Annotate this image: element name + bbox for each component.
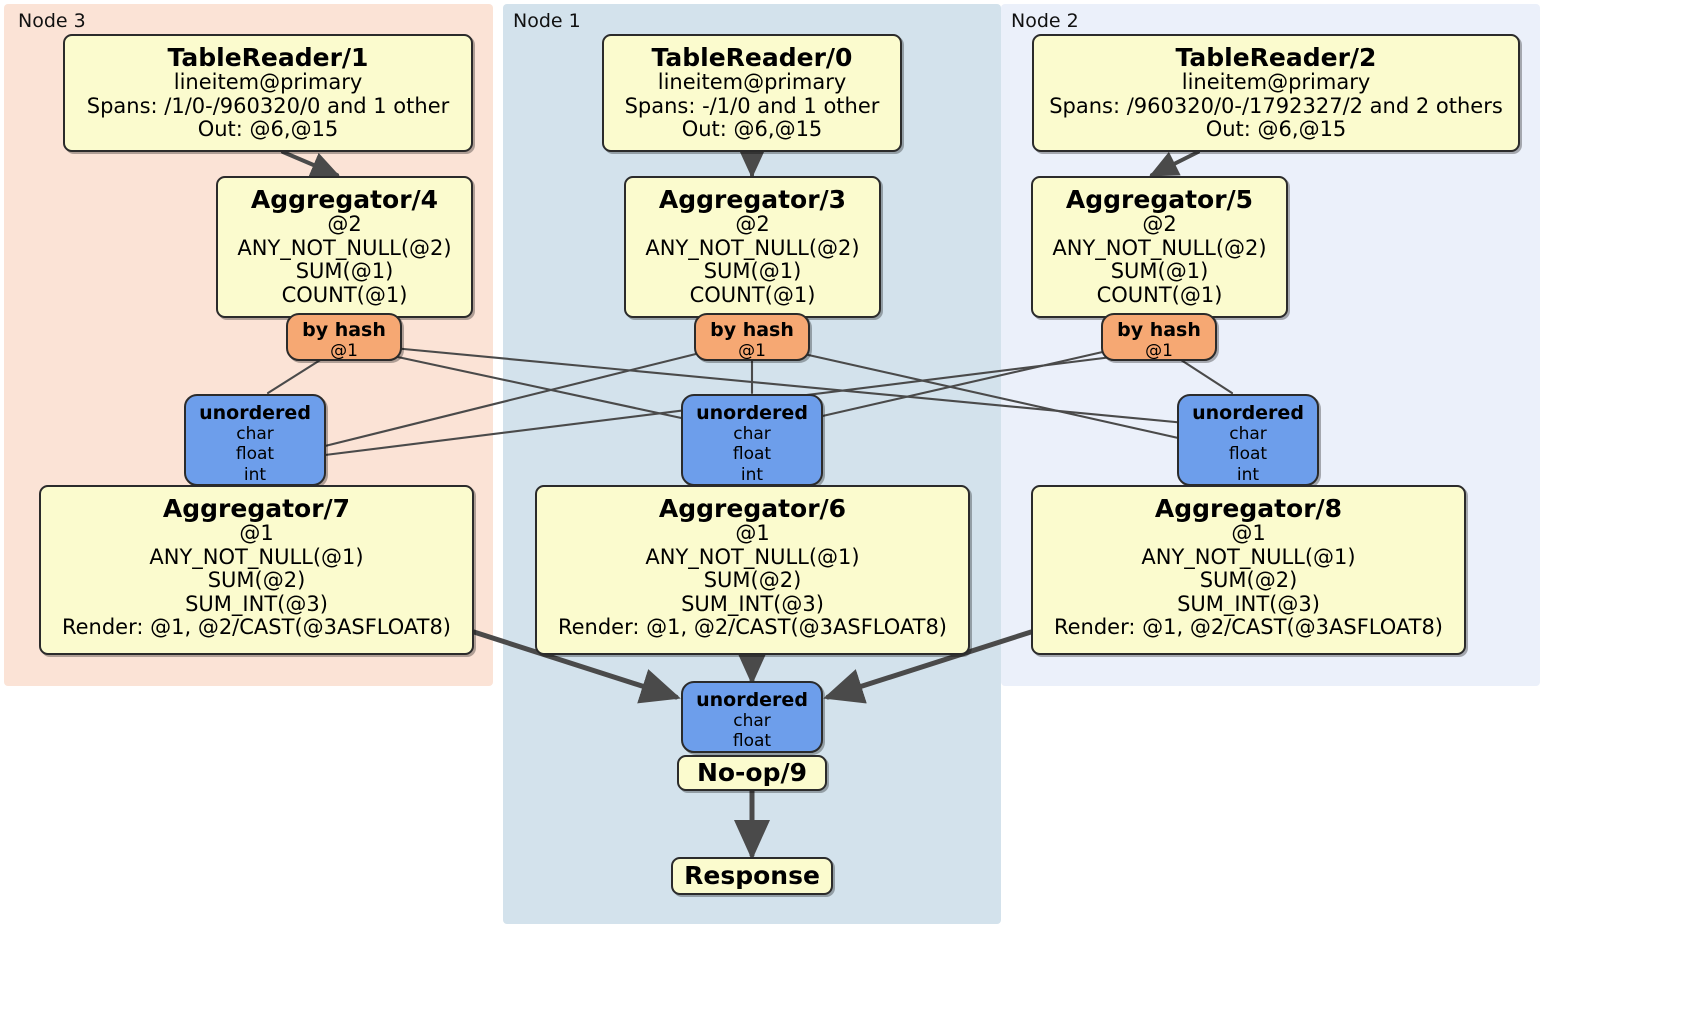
- processor-aggregator-4[interactable]: Aggregator/4 @2 ANY_NOT_NULL(@2) SUM(@1)…: [216, 176, 473, 318]
- processor-aggregator-5[interactable]: Aggregator/5 @2 ANY_NOT_NULL(@2) SUM(@1)…: [1031, 176, 1288, 318]
- router-detail-line: @1: [738, 340, 766, 361]
- sync-type-line: float: [732, 731, 772, 752]
- sync-type-line: float: [1228, 444, 1268, 465]
- box-title: Aggregator/6: [658, 494, 847, 523]
- box-detail-line: ANY_NOT_NULL(@1): [645, 544, 860, 569]
- router-title: by hash: [710, 319, 794, 341]
- sync-type-line: int: [740, 464, 764, 485]
- processor-no-op-9[interactable]: No-op/9: [677, 755, 827, 791]
- box-detail-line: Render: @1, @2/CAST(@3ASFLOAT8): [1053, 615, 1444, 640]
- processor-tablereader-1[interactable]: TableReader/1 lineitem@primary Spans: /1…: [63, 34, 473, 152]
- box-title: TableReader/0: [651, 43, 853, 72]
- box-detail-line: ANY_NOT_NULL(@2): [1052, 235, 1267, 260]
- box-detail-line: ANY_NOT_NULL(@2): [645, 235, 860, 260]
- processor-aggregator-8[interactable]: Aggregator/8 @1 ANY_NOT_NULL(@1) SUM(@2)…: [1031, 485, 1466, 655]
- panel-label-node-1: Node 1: [513, 10, 581, 32]
- router-by-hash-aggregator-3[interactable]: by hash @1: [694, 313, 810, 361]
- router-title: by hash: [302, 319, 386, 341]
- router-detail-line: @1: [330, 340, 358, 361]
- box-detail-line: SUM(@2): [703, 568, 802, 593]
- processor-aggregator-6[interactable]: Aggregator/6 @1 ANY_NOT_NULL(@1) SUM(@2)…: [535, 485, 970, 655]
- sync-type-line: char: [733, 710, 771, 731]
- box-detail-line: Spans: /960320/0-/1792327/2 and 2 others: [1049, 93, 1503, 118]
- router-by-hash-aggregator-4[interactable]: by hash @1: [286, 313, 402, 361]
- box-detail-line: lineitem@primary: [173, 70, 363, 94]
- box-detail-line: @1: [1231, 521, 1266, 545]
- sync-type-line: int: [1236, 464, 1260, 485]
- synchronizer-unordered-aggregator-6[interactable]: unordered char float int: [681, 394, 823, 486]
- box-detail-line: Out: @6,@15: [197, 117, 339, 142]
- box-title: Aggregator/8: [1154, 494, 1343, 523]
- box-detail-line: SUM_INT(@3): [1177, 591, 1320, 616]
- panel-label-node-2: Node 2: [1011, 10, 1079, 32]
- panel-label-node-3: Node 3: [18, 10, 86, 32]
- box-detail-line: Out: @6,@15: [681, 117, 823, 142]
- box-detail-line: COUNT(@1): [689, 282, 816, 307]
- box-detail-line: COUNT(@1): [281, 282, 408, 307]
- box-title: Response: [684, 861, 820, 890]
- box-detail-line: SUM_INT(@3): [681, 591, 824, 616]
- processor-tablereader-0[interactable]: TableReader/0 lineitem@primary Spans: -/…: [602, 34, 902, 152]
- box-detail-line: Render: @1, @2/CAST(@3ASFLOAT8): [557, 615, 948, 640]
- box-detail-line: Out: @6,@15: [1205, 117, 1347, 142]
- synchronizer-unordered-final[interactable]: unordered char float: [681, 681, 823, 753]
- box-title: Aggregator/3: [658, 185, 847, 214]
- sync-type-line: int: [243, 464, 267, 485]
- box-detail-line: Spans: -/1/0 and 1 other: [624, 93, 880, 118]
- box-detail-line: @2: [327, 212, 362, 236]
- processor-aggregator-3[interactable]: Aggregator/3 @2 ANY_NOT_NULL(@2) SUM(@1)…: [624, 176, 881, 318]
- sync-title: unordered: [696, 402, 808, 424]
- router-by-hash-aggregator-5[interactable]: by hash @1: [1101, 313, 1217, 361]
- box-detail-line: SUM_INT(@3): [185, 591, 328, 616]
- box-title: Aggregator/5: [1065, 185, 1254, 214]
- synchronizer-unordered-aggregator-8[interactable]: unordered char float int: [1177, 394, 1319, 486]
- sync-title: unordered: [696, 689, 808, 711]
- box-detail-line: @2: [735, 212, 770, 236]
- box-detail-line: lineitem@primary: [657, 70, 847, 94]
- processor-response[interactable]: Response: [671, 857, 833, 895]
- box-detail-line: SUM(@2): [1199, 568, 1298, 593]
- box-detail-line: SUM(@2): [207, 568, 306, 593]
- sync-title: unordered: [199, 402, 311, 424]
- box-detail-line: SUM(@1): [1110, 259, 1209, 284]
- sync-type-line: float: [732, 444, 772, 465]
- box-title: TableReader/2: [1175, 43, 1377, 72]
- box-detail-line: Render: @1, @2/CAST(@3ASFLOAT8): [61, 615, 452, 640]
- synchronizer-unordered-aggregator-7[interactable]: unordered char float int: [184, 394, 326, 486]
- sync-type-line: float: [235, 444, 275, 465]
- router-detail-line: @1: [1145, 340, 1173, 361]
- box-detail-line: ANY_NOT_NULL(@1): [149, 544, 364, 569]
- box-title: Aggregator/7: [162, 494, 351, 523]
- box-title: TableReader/1: [167, 43, 369, 72]
- box-detail-line: ANY_NOT_NULL(@1): [1141, 544, 1356, 569]
- sync-type-line: char: [733, 423, 771, 444]
- processor-aggregator-7[interactable]: Aggregator/7 @1 ANY_NOT_NULL(@1) SUM(@2)…: [39, 485, 474, 655]
- box-detail-line: SUM(@1): [295, 259, 394, 284]
- box-title: No-op/9: [696, 758, 808, 787]
- box-detail-line: Spans: /1/0-/960320/0 and 1 other: [86, 93, 450, 118]
- box-detail-line: COUNT(@1): [1096, 282, 1223, 307]
- processor-tablereader-2[interactable]: TableReader/2 lineitem@primary Spans: /9…: [1032, 34, 1520, 152]
- router-title: by hash: [1117, 319, 1201, 341]
- box-detail-line: @1: [239, 521, 274, 545]
- box-detail-line: @2: [1142, 212, 1177, 236]
- box-detail-line: @1: [735, 521, 770, 545]
- sync-type-line: char: [1229, 423, 1267, 444]
- box-detail-line: lineitem@primary: [1181, 70, 1371, 94]
- box-detail-line: SUM(@1): [703, 259, 802, 284]
- sync-type-line: char: [236, 423, 274, 444]
- box-detail-line: ANY_NOT_NULL(@2): [237, 235, 452, 260]
- box-title: Aggregator/4: [250, 185, 439, 214]
- sync-title: unordered: [1192, 402, 1304, 424]
